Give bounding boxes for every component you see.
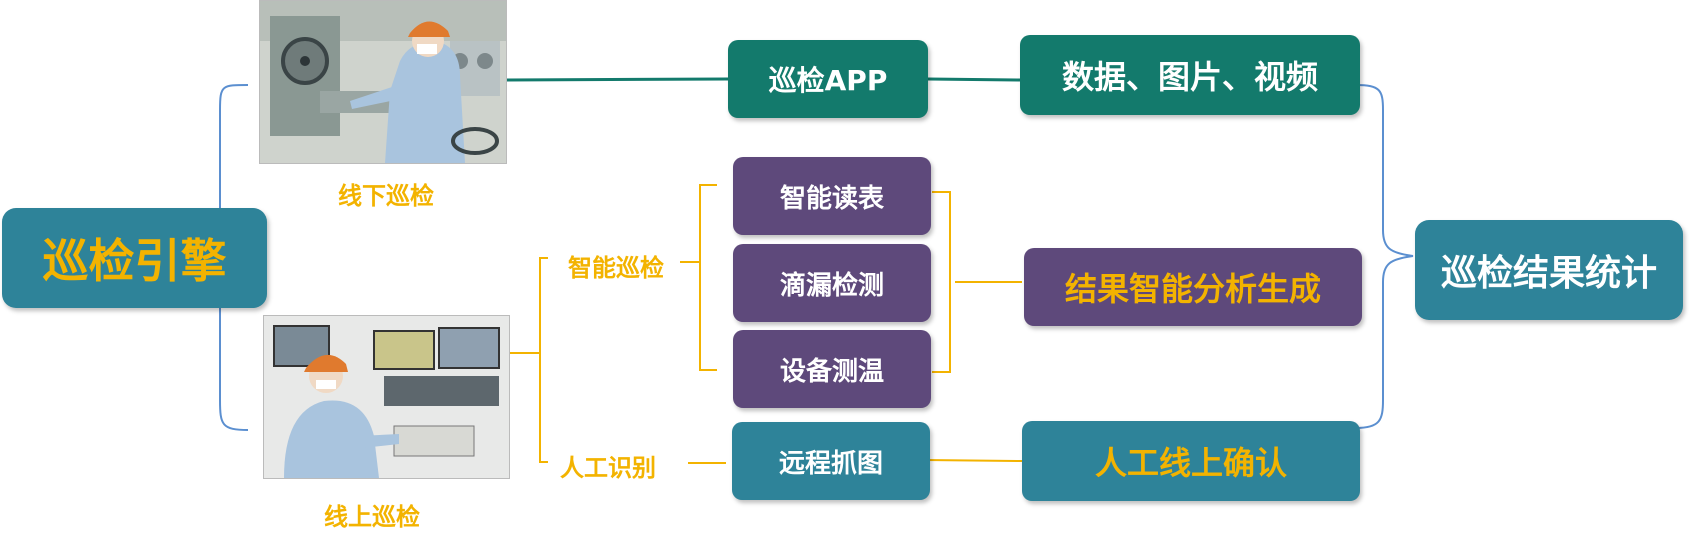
offline-inspection-label: 线下巡检 (338, 182, 434, 210)
manual-confirm-label: 人工线上确认 (1094, 444, 1287, 482)
offline-to-app-line (504, 77, 729, 82)
smart-inspection-label: 智能巡检 (568, 254, 664, 282)
smart-analysis-label: 结果智能分析生成 (1064, 270, 1321, 308)
result-statistics-label: 巡检结果统计 (1440, 253, 1657, 294)
purple-right-bracket (932, 191, 951, 373)
inspection-engine-box: 巡检引擎 (2, 208, 267, 308)
remote-capture-box: 远程抓图 (732, 422, 930, 500)
manual-confirm-box: 人工线上确认 (1022, 421, 1360, 501)
purple-left-bracket (699, 184, 717, 371)
inspection-engine-label: 巡检引擎 (42, 234, 227, 288)
meter-reading-label: 智能读表 (779, 183, 884, 214)
data-media-box: 数据、图片、视频 (1020, 35, 1360, 115)
leak-detection-box: 滴漏检测 (733, 244, 931, 322)
temperature-box: 设备测温 (733, 330, 931, 408)
temperature-label: 设备测温 (779, 356, 884, 387)
offline-inspection-photo (259, 0, 507, 164)
data-media-label: 数据、图片、视频 (1061, 58, 1318, 96)
online-inspection-photo (263, 315, 510, 479)
inspection-app-label: 巡检APP (768, 64, 888, 97)
meter-reading-box: 智能读表 (733, 157, 931, 235)
smart-analysis-box: 结果智能分析生成 (1024, 248, 1362, 326)
capture-to-confirm-line (924, 459, 1023, 462)
online-inspection-illustration (264, 316, 509, 478)
result-statistics-box: 巡检结果统计 (1415, 220, 1683, 320)
remote-capture-label: 远程抓图 (778, 448, 883, 479)
app-to-data-line (927, 77, 1021, 82)
smart-manual-bracket (539, 257, 548, 463)
manual-recognition-label: 人工识别 (560, 454, 656, 482)
offline-inspection-illustration (260, 1, 506, 163)
inspection-app-box: 巡检APP (728, 40, 928, 118)
online-inspection-label: 线上巡检 (324, 503, 420, 531)
leak-detection-label: 滴漏检测 (779, 270, 884, 301)
results-bracket (1355, 84, 1414, 429)
